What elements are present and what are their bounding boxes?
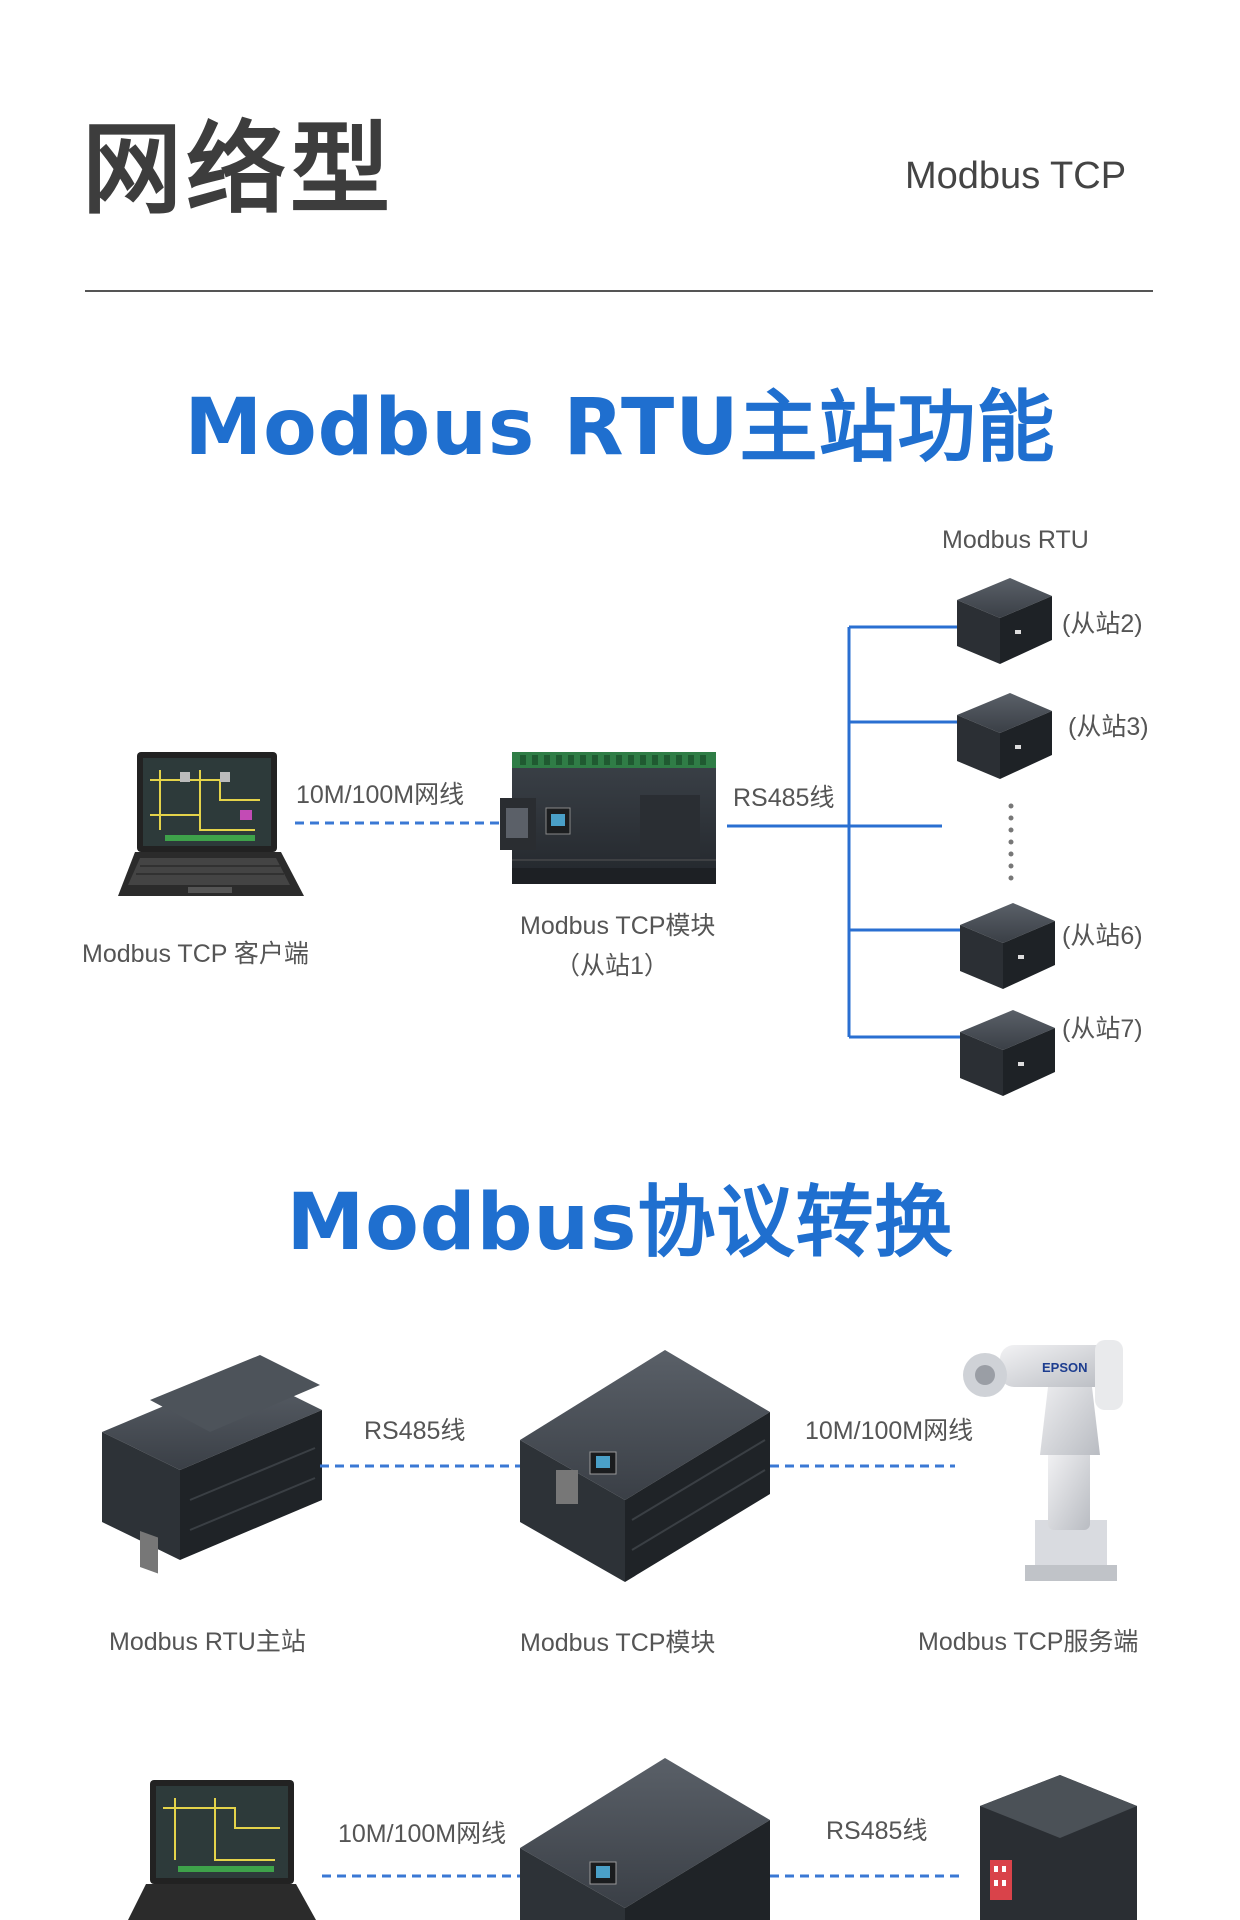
laptop-icon <box>128 1780 316 1920</box>
ellipsis-dots-icon <box>1008 803 1014 881</box>
section-title-rtu-master: Modbus RTU主站功能 <box>184 383 1056 473</box>
conv-tcp-module-label: Modbus TCP模块 <box>520 1629 715 1657</box>
rtu-group-label: Modbus RTU <box>942 526 1089 554</box>
rtu-slave-icon <box>957 693 1052 779</box>
slave-label: (从站7) <box>1062 1015 1143 1043</box>
robot-brand-text: EPSON <box>1042 1360 1088 1375</box>
rtu-master-label: Modbus RTU主站 <box>109 1628 306 1656</box>
tcp-module-icon <box>500 752 716 884</box>
rtu-slave-icon <box>960 903 1055 989</box>
s3-tcp-module-icon <box>520 1758 770 1920</box>
rs485-label: RS485线 <box>733 784 834 812</box>
conv-tcp-module-icon <box>520 1350 770 1582</box>
s3-network-label: 10M/100M网线 <box>338 1820 506 1848</box>
rtu-slave-icon <box>960 1010 1055 1096</box>
tcp-module-sublabel: （从站1） <box>555 952 669 980</box>
conv-network-label: 10M/100M网线 <box>805 1417 973 1445</box>
page-title: 网络型 <box>82 111 394 228</box>
slave-label: (从站3) <box>1068 713 1149 741</box>
page-subtitle: Modbus TCP <box>905 155 1127 197</box>
slave-label: (从站2) <box>1062 610 1143 638</box>
rtu-slave-icon <box>957 578 1052 664</box>
header-divider <box>85 290 1153 292</box>
section-title-protocol-conversion: Modbus协议转换 <box>286 1178 954 1268</box>
network-cable-label: 10M/100M网线 <box>296 781 464 809</box>
robot-arm-icon: EPSON <box>963 1340 1123 1581</box>
slave-label: (从站6) <box>1062 922 1143 950</box>
tcp-module-label: Modbus TCP模块 <box>520 912 715 940</box>
client-label: Modbus TCP 客户端 <box>82 940 309 968</box>
laptop-client-icon <box>118 752 304 896</box>
tcp-server-label: Modbus TCP服务端 <box>918 1628 1138 1656</box>
s3-rs485-label: RS485线 <box>826 1817 927 1845</box>
s3-slave-device-icon <box>980 1775 1137 1920</box>
rtu-master-plc-icon <box>102 1355 322 1574</box>
conv-rs485-label: RS485线 <box>364 1417 465 1445</box>
